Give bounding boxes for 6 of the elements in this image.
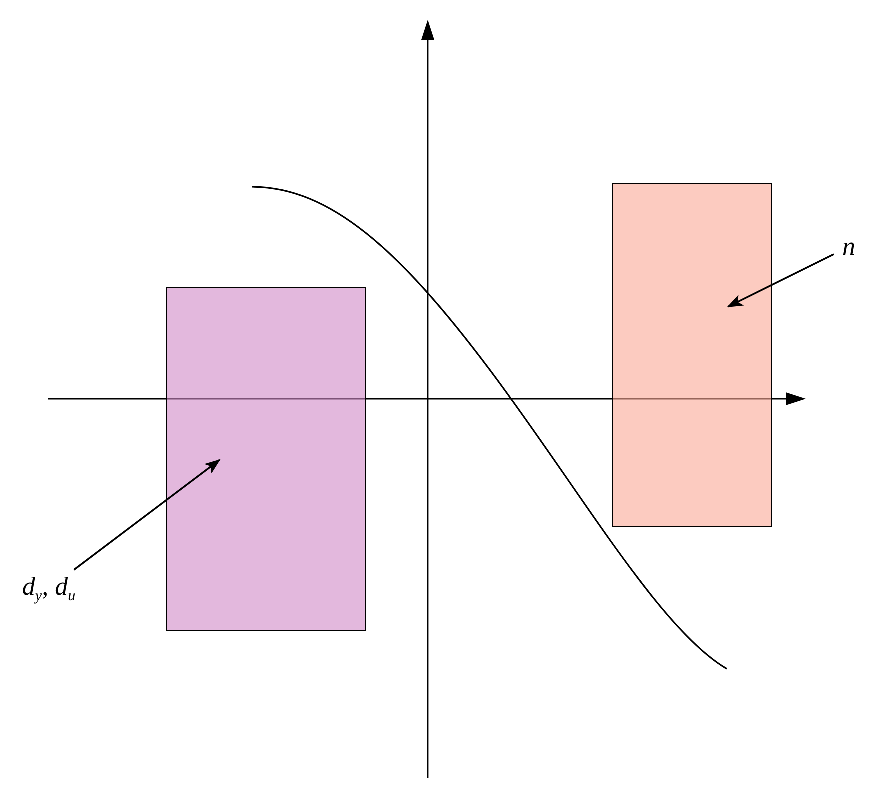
leader-arrow xyxy=(74,459,221,571)
variable-label: n xyxy=(834,228,864,266)
shaded-rectangle xyxy=(166,287,366,631)
leader-arrow xyxy=(727,254,834,308)
variable-label: d$_{y}$, d$_{u}$ xyxy=(10,570,88,608)
shaded-rectangle xyxy=(612,183,772,527)
